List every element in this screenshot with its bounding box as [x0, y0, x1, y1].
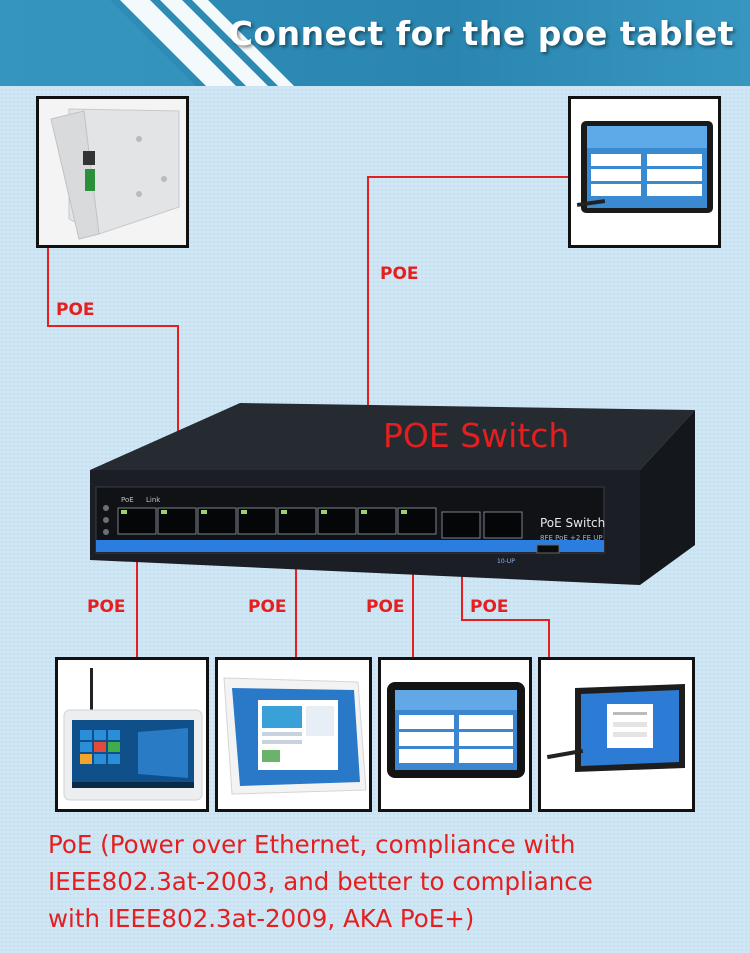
poe-label-bottom-4: POE: [470, 597, 509, 617]
poe-label-top-left: POE: [56, 300, 95, 320]
poe-label-bottom-2: POE: [248, 597, 287, 617]
device-frame-bottom-1: [55, 657, 209, 812]
line-top-right: [367, 169, 588, 520]
footer-line-3: with IEEE802.3at-2009, AKA PoE+): [48, 904, 475, 933]
windows-tablet-icon: [58, 660, 206, 809]
header-banner: Connect for the poe tablet: [0, 0, 750, 86]
device-frame-top-left: [36, 96, 189, 248]
tablet-back-icon: [39, 99, 186, 245]
banner-stripes: [0, 0, 294, 86]
poe-description: PoE (Power over Ethernet, compliance wit…: [48, 826, 728, 937]
white-tablet-web-icon: [218, 660, 369, 809]
device-frame-bottom-4: [538, 657, 695, 812]
tablet-icon: [571, 99, 718, 245]
poe-label-bottom-1: POE: [87, 597, 126, 617]
tablet-login-icon: [541, 660, 692, 809]
page-title: Connect for the poe tablet: [228, 14, 734, 53]
device-frame-top-right: [568, 96, 721, 248]
footer-line-1: PoE (Power over Ethernet, compliance wit…: [48, 830, 576, 859]
switch-label: POE Switch: [383, 416, 570, 455]
device-frame-bottom-3: [378, 657, 532, 812]
footer-line-2: IEEE802.3at-2003, and better to complian…: [48, 867, 593, 896]
poe-label-bottom-3: POE: [366, 597, 405, 617]
tablet-event-calendar-icon: [381, 660, 529, 809]
device-frame-bottom-2: [215, 657, 372, 812]
poe-label-top-right: POE: [380, 264, 419, 284]
